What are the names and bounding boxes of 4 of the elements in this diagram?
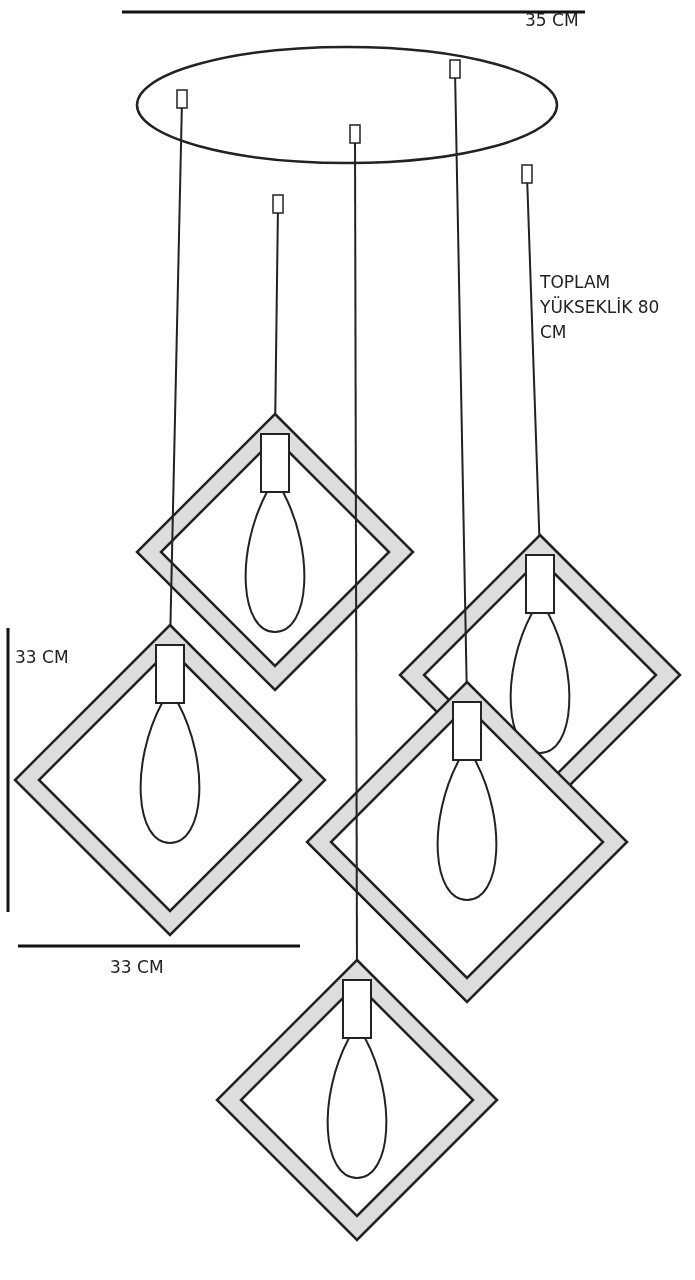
dimension-label: TOPLAM YÜKSEKLİK 80 CM bbox=[540, 271, 660, 344]
dimension-label: 33 CM bbox=[15, 646, 70, 669]
dimension-label: 35 CM bbox=[525, 9, 580, 32]
dimension-label: 33 CM bbox=[110, 956, 165, 979]
